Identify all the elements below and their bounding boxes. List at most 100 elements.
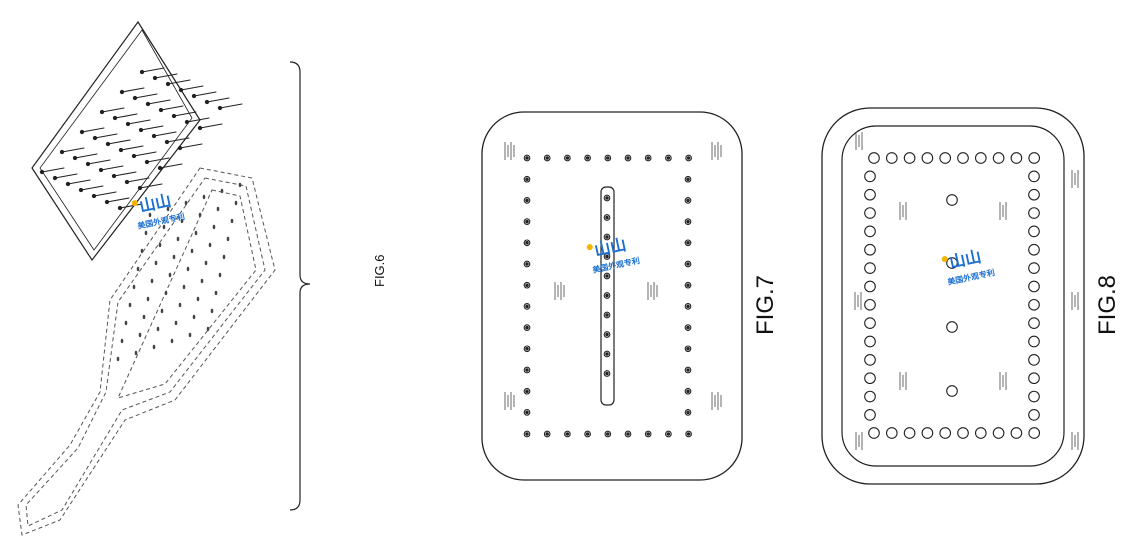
bristle-pin-tip [171, 113, 177, 119]
bristle-hole [523, 175, 531, 183]
bristle-hole [684, 239, 692, 247]
watermark-logo: 山山 [948, 247, 983, 272]
bristle-pin [127, 119, 151, 125]
watermark-fig8: 山山 美国外观专利 [941, 247, 996, 287]
bristle-pin [101, 107, 125, 113]
vent-hole [864, 280, 876, 293]
bristle-pin [179, 143, 203, 149]
bristle-hole [166, 206, 170, 212]
bristle-hole [684, 218, 692, 225]
bristle-hole [234, 200, 238, 206]
vent-hole [1028, 409, 1040, 421]
bristle-hole [138, 332, 142, 338]
bristle-hole [222, 254, 226, 260]
bristle-pin [167, 79, 191, 85]
bristle-pin-tip [152, 75, 158, 81]
bristle-hole [192, 314, 196, 320]
bristle-hole-center [686, 432, 691, 436]
bristle-hole [665, 154, 672, 162]
bristle-pin-tip [119, 89, 125, 95]
bristle-hole-center [525, 389, 529, 393]
bristle-pin [106, 197, 130, 203]
bristle-hole [204, 260, 208, 266]
bristle-hole-center [525, 432, 529, 436]
bristle-pin [141, 67, 165, 73]
bristle-pin-tip [132, 95, 138, 101]
bristle-hole-center [605, 196, 609, 200]
bristle-hole [523, 324, 531, 331]
bristle-pin-tip [72, 155, 78, 161]
bristle-hole-center [545, 156, 549, 160]
bristle-hole-center [686, 262, 690, 266]
bristle-pin [173, 111, 197, 117]
bristle-pin-tip [112, 115, 118, 121]
bristle-hole [132, 284, 136, 290]
bristle-hole-center [525, 198, 529, 203]
vent-hole [957, 427, 969, 439]
bristle-hole [218, 272, 222, 278]
vent-hole [1028, 225, 1040, 238]
vent-hole [1028, 427, 1041, 439]
vent-hole [885, 152, 898, 164]
bristle-hole-center [686, 368, 690, 372]
bristle-pin-tip [124, 179, 130, 185]
fig8-bottom-view: FIG.8 [821, 107, 1121, 485]
bristle-pin-tip [79, 129, 85, 135]
vent-hole [992, 427, 1005, 439]
bristle-pin [87, 159, 111, 165]
bristle-pin [159, 163, 183, 169]
bristle-hole [604, 430, 612, 438]
bristle-hole [604, 154, 612, 162]
bristle-hole [188, 332, 192, 338]
bristle-pin [80, 185, 104, 191]
bristle-pin-tip [65, 181, 71, 187]
bristle-hole [220, 188, 224, 194]
bristle-pin [41, 167, 65, 173]
bristle-pin-tip [111, 173, 117, 179]
bristle-hole [116, 356, 120, 362]
bristle-pin [133, 151, 157, 157]
bristle-hole [154, 260, 158, 266]
bristle-pin-tip [217, 105, 223, 111]
bristle-hole [523, 239, 531, 247]
bristle-hole [523, 303, 531, 310]
bristle-hole [584, 154, 591, 162]
bristle-pin-tip [85, 161, 91, 167]
vent-hole [864, 317, 876, 330]
bristle-hole [665, 430, 672, 438]
vent-hole [921, 427, 934, 439]
vent-hole [903, 427, 916, 439]
bristle-pin [93, 191, 117, 197]
fig6-perspective-view: FIG.6 [17, 20, 387, 536]
bristle-hole-center [565, 432, 570, 436]
bristle-hole-center [686, 241, 690, 245]
vent-hole [864, 298, 876, 311]
bristle-hole-center [666, 156, 671, 160]
bristle-pin [107, 139, 131, 145]
vent-hole [1028, 207, 1040, 219]
bristle-hole [230, 218, 234, 224]
bristle-pin-tip [184, 119, 190, 125]
bristle-hole [603, 370, 611, 377]
bristle-hole [685, 430, 692, 438]
bristle-hole [523, 281, 531, 289]
bristle-hole-center [525, 262, 529, 266]
bristle-pin [154, 73, 178, 79]
vent-hole [946, 321, 958, 333]
bristle-pin-tip [131, 153, 137, 159]
bristle-hole-center [605, 254, 609, 259]
bristle-hole [120, 338, 124, 344]
bristle-hole [523, 154, 531, 162]
center-cushion-strip [600, 186, 615, 406]
bristle-hole [564, 154, 571, 162]
vent-hole [1028, 152, 1041, 164]
vent-hole-ring [864, 152, 1041, 439]
bristle-hole-center [605, 215, 609, 220]
bristle-hole [146, 296, 150, 302]
bristle-pin-tip [125, 121, 131, 127]
bristle-hole [186, 266, 190, 272]
bristle-hole [523, 218, 531, 225]
bristle-hole [136, 266, 140, 272]
vent-hole [864, 225, 876, 238]
bristle-hole [603, 311, 611, 319]
